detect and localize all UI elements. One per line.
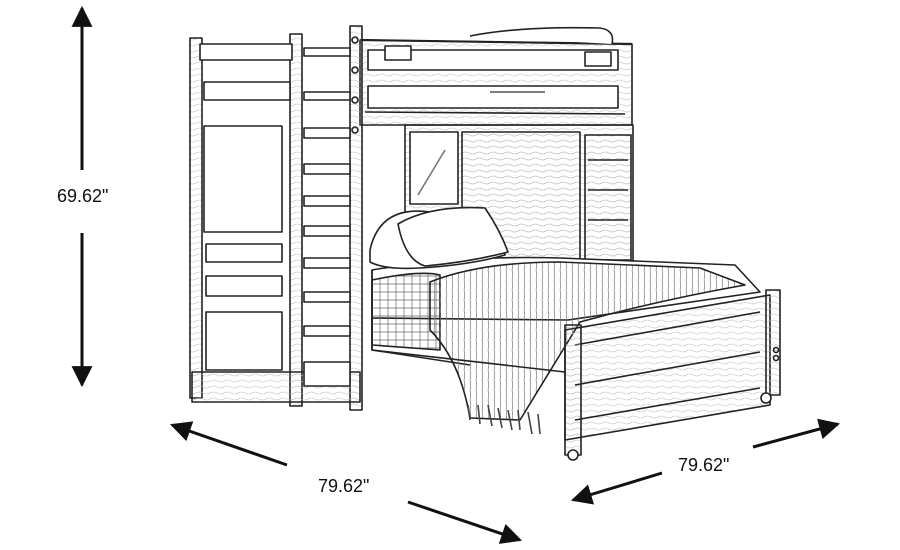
- caster-wheel-right: [760, 392, 772, 404]
- height-dimension-label: 69.62": [57, 186, 109, 206]
- caster-wheel-left: [567, 449, 579, 461]
- lower-bed: [369, 206, 761, 435]
- loft-bunk-bed: [189, 25, 781, 461]
- depth-dimension-arrow: [570, 418, 841, 505]
- upper-pillow: [469, 26, 614, 45]
- draped-blanket: [429, 261, 746, 421]
- pillow-front: [397, 206, 509, 267]
- side-rail: [371, 318, 566, 373]
- ladder: [303, 36, 359, 387]
- width-dimension-arrow: [170, 421, 522, 544]
- width-dimension-label: 79.62": [318, 476, 370, 496]
- left-end-frame: [189, 25, 363, 411]
- rear-storage-unit: [404, 124, 634, 266]
- depth-dimension-label: 79.62": [678, 455, 730, 475]
- footboard: [564, 289, 781, 461]
- upper-bunk: [359, 26, 633, 126]
